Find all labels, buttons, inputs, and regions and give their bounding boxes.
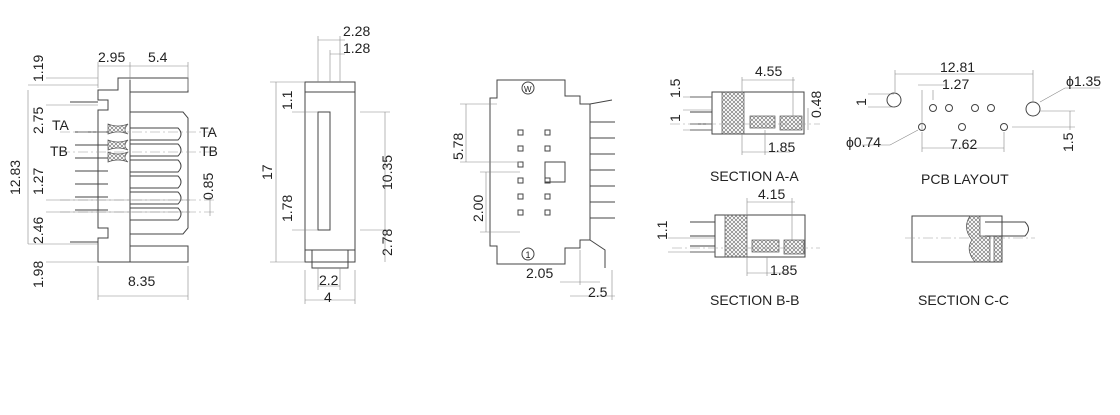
- dim-2-28: 2.28: [343, 23, 370, 39]
- dim-0-85: 0.85: [200, 173, 216, 200]
- dim-2-78: 2.78: [379, 229, 395, 256]
- dim-1-1: 1.1: [279, 90, 295, 110]
- dim-2-2: 2.2: [319, 272, 339, 288]
- dim-4-15: 4.15: [758, 186, 785, 202]
- dim-2-95: 2.95: [98, 49, 125, 65]
- dim-1: 1: [853, 98, 869, 106]
- marker-1: 1: [526, 250, 531, 260]
- pcb-layout: 12.81 1.27 ϕ1.35 1 ϕ0.74 7.62 1.5 PCB LA…: [846, 59, 1101, 187]
- section-b-b: 4.15 1.1 1.85 SECTION B-B: [654, 186, 820, 308]
- dim-2-05: 2.05: [526, 265, 553, 281]
- dim-1-85: 1.85: [770, 262, 797, 278]
- dim-1-27: 1.27: [942, 76, 969, 92]
- dim-2-46: 2.46: [30, 217, 46, 244]
- label-tb-left: TB: [50, 143, 68, 159]
- dim-10-35: 10.35: [379, 155, 395, 190]
- dim-2-00: 2.00: [470, 195, 486, 222]
- dim-2-75: 2.75: [30, 107, 46, 134]
- dim-4: 4: [324, 289, 332, 305]
- label-ta-left: TA: [52, 117, 70, 133]
- label-ta-right: TA: [200, 124, 218, 140]
- dim-12-81: 12.81: [940, 59, 975, 75]
- dim-1-5: 1.5: [667, 78, 683, 98]
- section-c-c: SECTION C-C: [905, 215, 1035, 308]
- dim-1-5: 1.5: [1060, 132, 1076, 152]
- marker-w: W: [524, 85, 532, 94]
- dim-0-48: 0.48: [808, 91, 824, 118]
- section-a-a-title: SECTION A-A: [710, 168, 799, 184]
- pins: [70, 101, 182, 243]
- dim-8-35: 8.35: [128, 273, 155, 289]
- dim-1-27: 1.27: [30, 168, 46, 195]
- label-tb-right: TB: [200, 143, 218, 159]
- dim-1-78: 1.78: [279, 195, 295, 222]
- front-view: 2.95 5.4 8.35 1.19 2.75 12.83 1.27 0.85 …: [7, 49, 218, 300]
- dim-12-83: 12.83: [7, 160, 23, 195]
- dim-5-4: 5.4: [148, 49, 168, 65]
- dim-2-5: 2.5: [588, 284, 608, 300]
- dim-1: 1: [667, 114, 683, 122]
- section-a-a: 4.55 1.5 1 0.48 1.85 SECTION A-A: [667, 63, 824, 184]
- pcb-layout-title: PCB LAYOUT: [921, 171, 1009, 187]
- dim-4-55: 4.55: [755, 63, 782, 79]
- section-c-c-title: SECTION C-C: [918, 292, 1009, 308]
- w-marker-icon: [521, 81, 535, 95]
- side-view: 2.28 1.28 1.1 17 10.35 1.78 2.78 2.2 4: [259, 23, 395, 305]
- dim-5-78: 5.78: [450, 133, 466, 160]
- dim-1-98: 1.98: [30, 261, 46, 288]
- dim-phi-0-74: ϕ0.74: [846, 134, 881, 150]
- dim-1-1: 1.1: [654, 220, 670, 240]
- back-view: W 1 5.78 2.00 2.05 2.5: [450, 79, 615, 300]
- pin1-marker-icon: [521, 247, 535, 261]
- dim-7-62: 7.62: [950, 136, 977, 152]
- dim-1-28: 1.28: [343, 40, 370, 56]
- section-b-b-title: SECTION B-B: [710, 292, 799, 308]
- dim-17: 17: [259, 164, 275, 180]
- dim-phi-1-35: ϕ1.35: [1066, 73, 1101, 89]
- dim-1-85: 1.85: [768, 139, 795, 155]
- dim-1-19: 1.19: [30, 55, 46, 82]
